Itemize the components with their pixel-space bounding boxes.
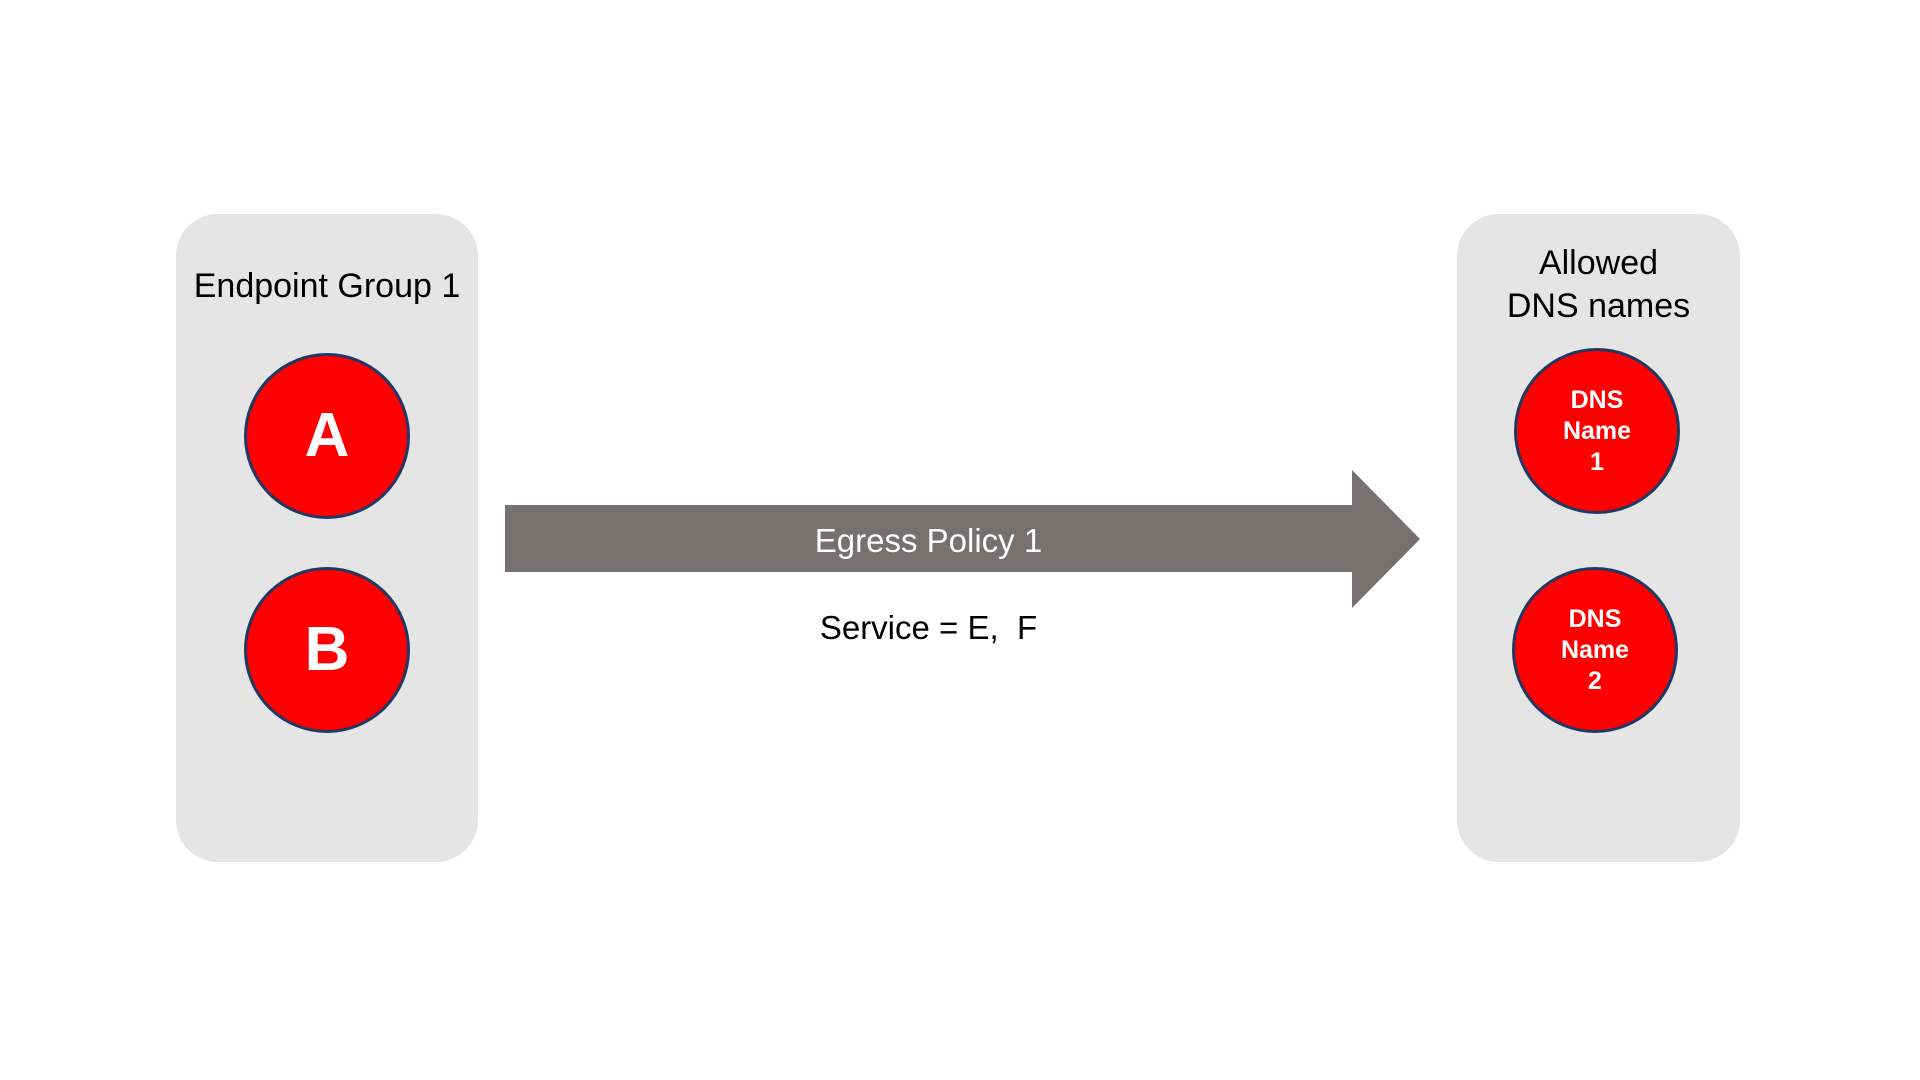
endpoint-group-panel: Endpoint Group 1 A B bbox=[176, 214, 478, 862]
endpoint-node-b[interactable]: B bbox=[244, 567, 410, 733]
egress-policy-label: Egress Policy 1 bbox=[814, 522, 1043, 559]
egress-policy-service-label: Service = E, F bbox=[819, 609, 1038, 646]
allowed-dns-title: Allowed DNS names bbox=[1506, 244, 1691, 325]
dns-node-1-label: DNS Name 1 bbox=[1562, 385, 1632, 476]
endpoint-node-a-label: A bbox=[304, 401, 350, 470]
endpoint-group-title: Endpoint Group 1 bbox=[193, 267, 461, 305]
egress-policy-arrow[interactable] bbox=[505, 468, 1422, 610]
dns-node-2[interactable]: DNS Name 2 bbox=[1512, 567, 1678, 733]
allowed-dns-panel: Allowed DNS names DNS Name 1 DNS Name 2 bbox=[1457, 214, 1740, 862]
endpoint-node-a[interactable]: A bbox=[244, 353, 410, 519]
dns-node-1[interactable]: DNS Name 1 bbox=[1514, 348, 1680, 514]
right-arrow-icon bbox=[505, 470, 1420, 608]
endpoint-node-b-label: B bbox=[304, 615, 350, 684]
dns-node-2-label: DNS Name 2 bbox=[1560, 604, 1630, 695]
